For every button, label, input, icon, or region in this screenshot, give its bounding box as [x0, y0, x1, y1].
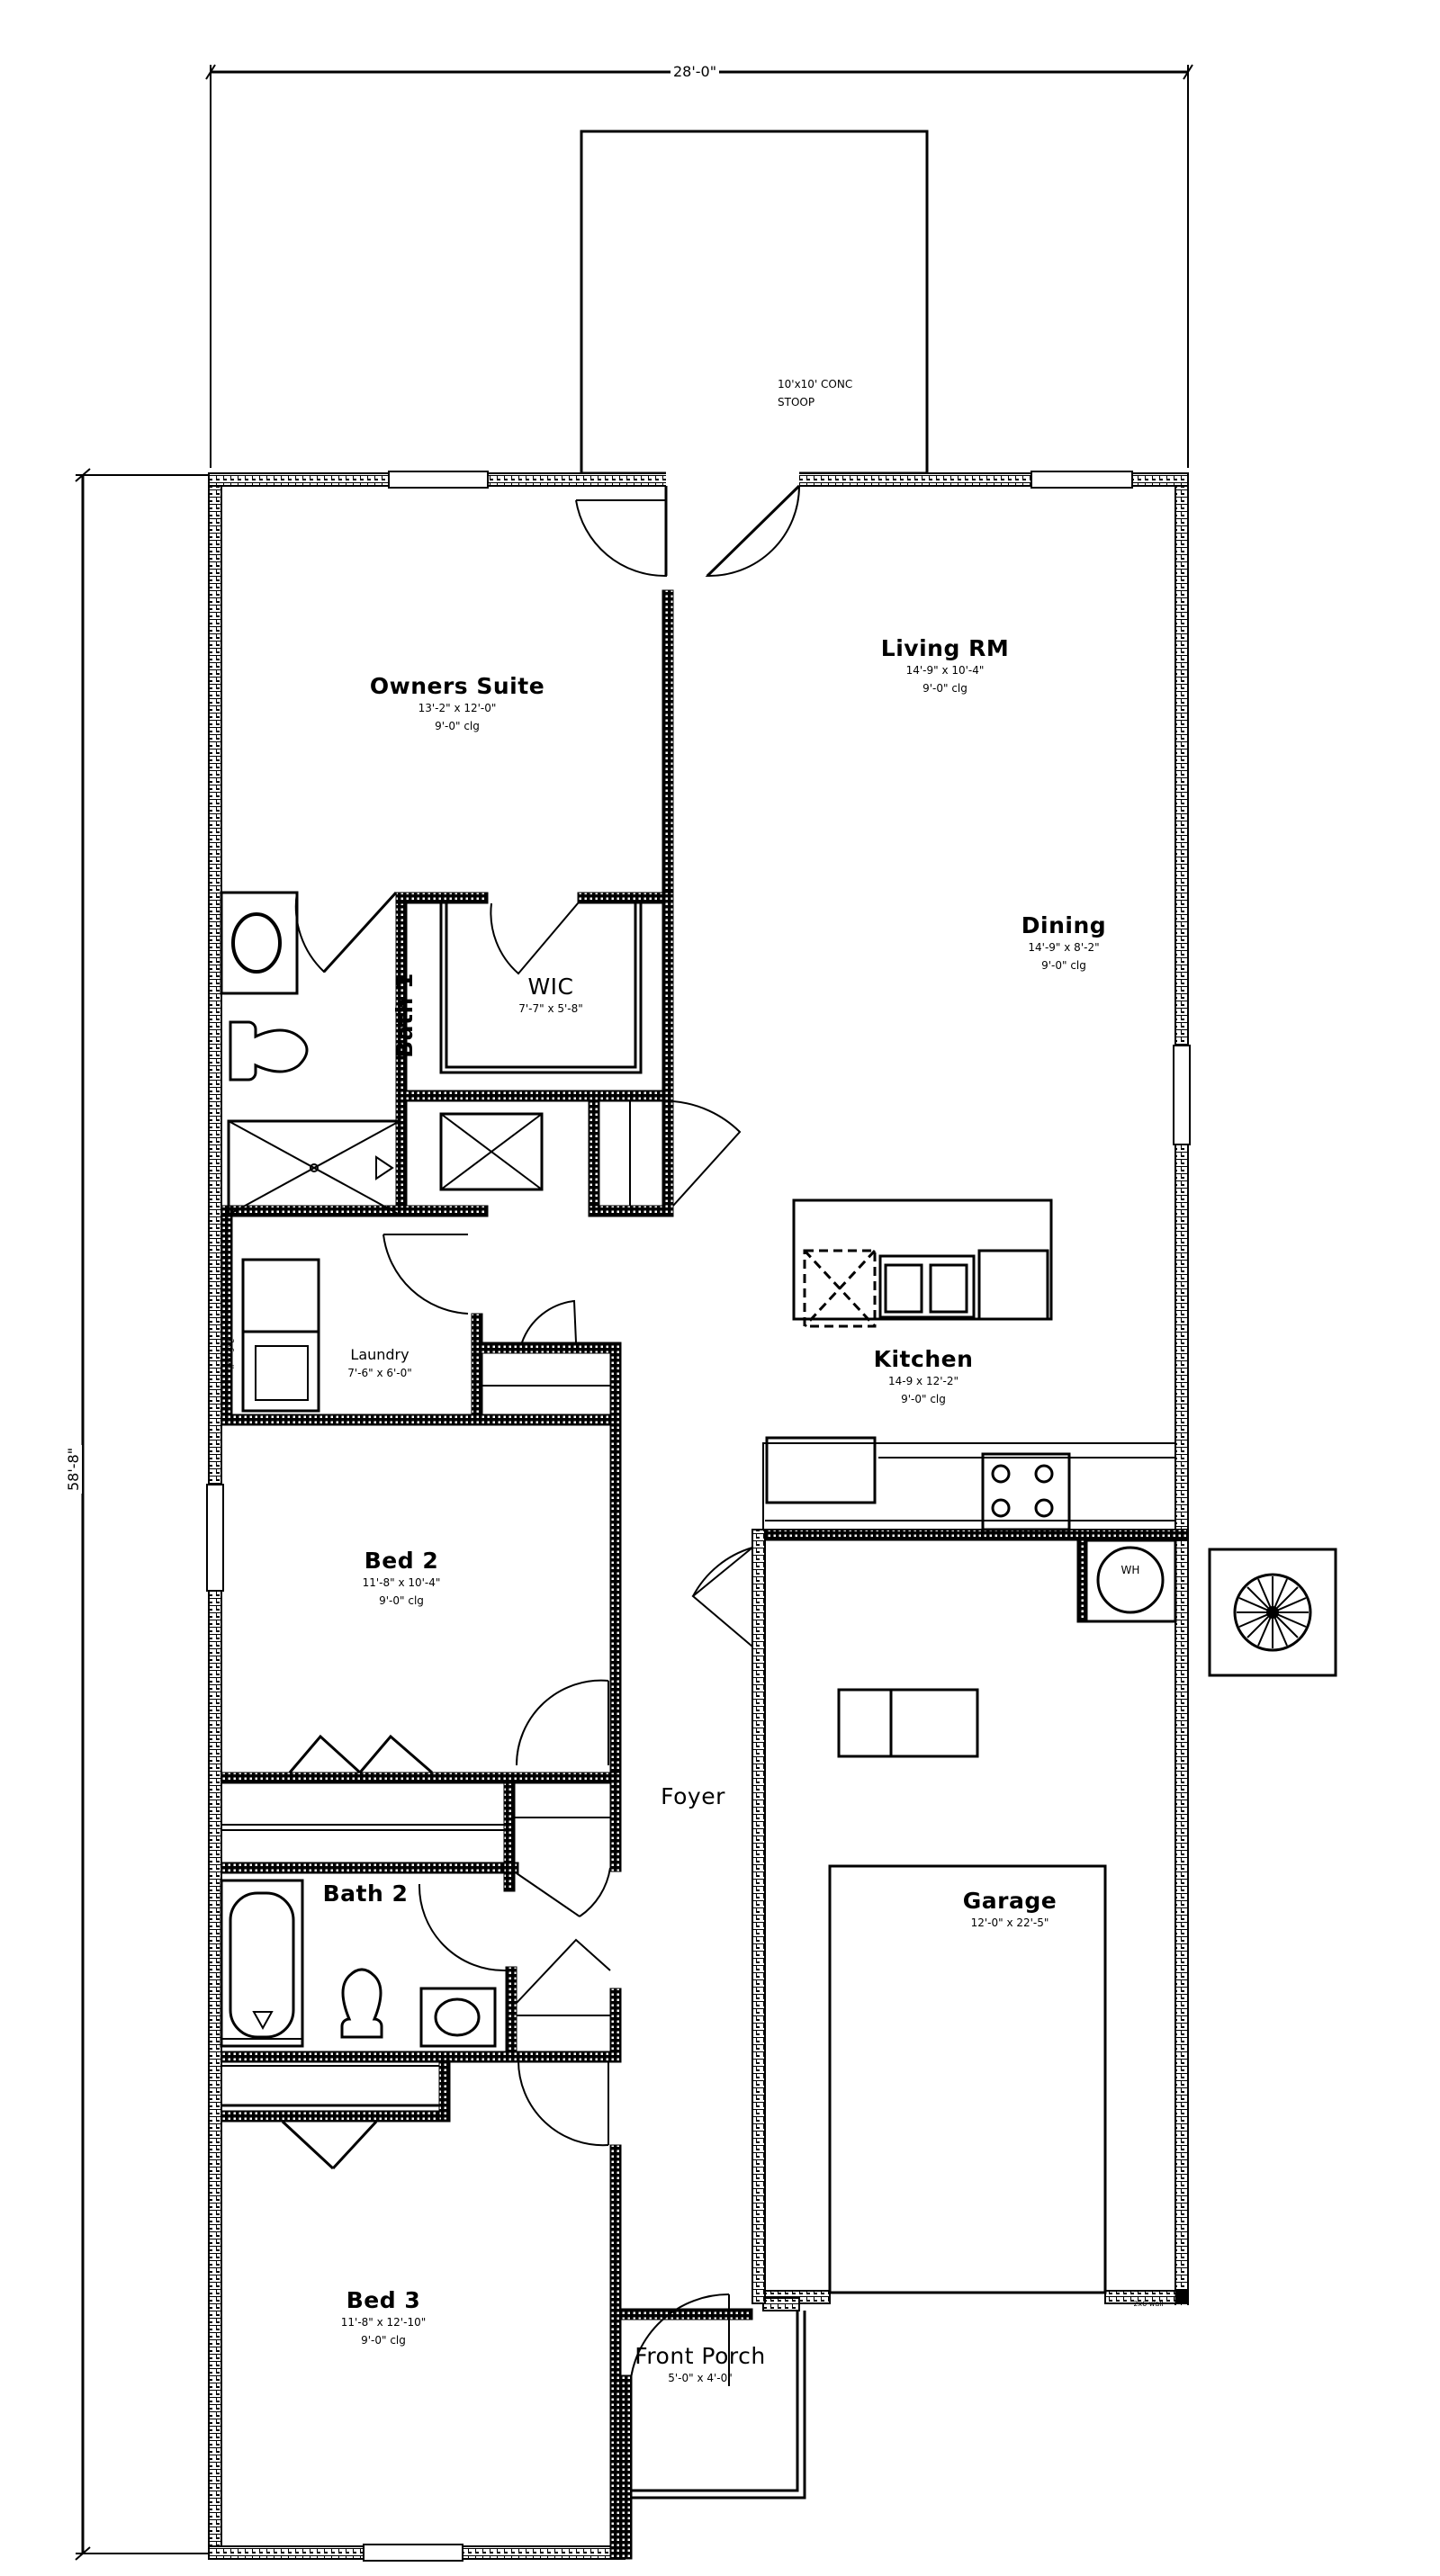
- room-name: Dining: [1021, 912, 1107, 938]
- wall-note-garage: 2x6 wall: [1133, 2300, 1164, 2308]
- windows: [206, 471, 1191, 2562]
- room-name: Owners Suite: [369, 673, 545, 699]
- bath2-sink-icon: [434, 1997, 481, 2037]
- room-size: 7'-6" x 6'-0": [347, 1367, 412, 1379]
- room-label-bed2: Bed 2 11'-8" x 10'-4" 9'-0" clg: [363, 1548, 441, 1610]
- stoop-note: 10'x10' CONC STOOP: [778, 378, 852, 408]
- front-porch: [620, 2293, 806, 2560]
- stoop-note-line1: 10'x10' CONC: [778, 378, 853, 390]
- room-label-bath2: Bath 2: [322, 1880, 409, 1907]
- room-size: 11'-8" x 12'-10": [340, 2316, 427, 2329]
- bath1-toilet-icon: [229, 1020, 309, 1082]
- kitchen-counter: [752, 1436, 1189, 1541]
- bath2-block: [220, 1879, 622, 2123]
- bed2-walls: [220, 1342, 622, 1917]
- overall-width-label: 28'-0": [670, 63, 720, 80]
- room-size: 13'-2" x 12'-0": [418, 702, 497, 714]
- room-label-laundry: Laundry 7'-6" x 6'-0": [347, 1346, 412, 1382]
- room-size: 11'-8" x 10'-4": [362, 1576, 441, 1589]
- concrete-stoop: [580, 130, 929, 475]
- room-label-garage: Garage 12'-0" x 22'-5": [963, 1888, 1057, 1932]
- room-size: 7'-7" x 5'-8": [518, 1002, 583, 1015]
- room-size: 12'-0" x 22'-5": [970, 1916, 1049, 1929]
- room-size: 5'-0" x 4'-0": [668, 2372, 733, 2384]
- water-heater-icon: [1096, 1546, 1165, 1614]
- depth-dimension-line: [75, 468, 212, 2561]
- room-name: Front Porch: [634, 2343, 766, 2369]
- garage-door: [828, 1864, 1107, 2294]
- room-label-owners-suite: Owners Suite 13'-2" x 12'-0" 9'-0" clg: [370, 673, 544, 735]
- stoop-note-line2: STOOP: [778, 396, 815, 408]
- room-ceiling: 9'-0" clg: [361, 2334, 406, 2347]
- room-name: Garage: [962, 1888, 1058, 1914]
- room-name: Bed 2: [364, 1548, 439, 1574]
- bed3-walls: [281, 2060, 622, 2560]
- room-name: Laundry: [350, 1346, 410, 1363]
- room-label-kitchen: Kitchen 14-9 x 12'-2" 9'-0" clg: [874, 1346, 974, 1408]
- room-name: Bed 3: [346, 2287, 421, 2313]
- room-label-bed3: Bed 3 11'-8" x 12'-10" 9'-0" clg: [341, 2287, 426, 2349]
- room-label-bath1: Bath 1: [391, 973, 418, 1058]
- room-label-dining: Dining 14'-9" x 8'-2" 9'-0" clg: [1022, 912, 1106, 974]
- room-name: Living RM: [880, 635, 1010, 661]
- room-ceiling: 9'-0" clg: [922, 682, 968, 695]
- bathtub-icon: [229, 1891, 295, 2039]
- room-label-wic: WIC 7'-7" x 5'-8": [518, 974, 583, 1018]
- rear-door-swing: [575, 485, 800, 578]
- wall-note-left: 2x6 wall: [227, 1338, 236, 1369]
- room-name: Kitchen: [873, 1346, 974, 1372]
- room-ceiling: 9'-0" clg: [379, 1594, 424, 1607]
- kitchen-sink-icon: [878, 1254, 976, 1319]
- room-size: 14'-9" x 8'-2": [1028, 941, 1100, 954]
- ac-unit-icon: [1208, 1548, 1337, 1677]
- room-ceiling: 9'-0" clg: [1041, 959, 1086, 972]
- room-label-living: Living RM 14'-9" x 10'-4" 9'-0" clg: [881, 635, 1009, 697]
- kitchen-island: [792, 1198, 1053, 1328]
- room-size: 14'-9" x 10'-4": [905, 664, 985, 677]
- bath2-toilet-icon: [340, 1968, 383, 2039]
- overall-depth-label: 58'-8": [65, 1444, 82, 1494]
- room-label-front-porch: Front Porch 5'-0" x 4'-0": [634, 2343, 765, 2387]
- room-ceiling: 9'-0" clg: [435, 720, 480, 732]
- water-heater-label: WH: [1120, 1564, 1140, 1576]
- room-size: 14-9 x 12'-2": [887, 1375, 959, 1387]
- room-label-foyer: Foyer: [661, 1783, 725, 1809]
- room-ceiling: 9'-0" clg: [901, 1393, 946, 1405]
- bath1-wic-block: [220, 891, 742, 1217]
- bath1-sink-icon: [231, 912, 282, 974]
- laundry-block: [220, 1216, 622, 1793]
- room-name: WIC: [527, 974, 574, 1000]
- range-icon: [981, 1452, 1071, 1531]
